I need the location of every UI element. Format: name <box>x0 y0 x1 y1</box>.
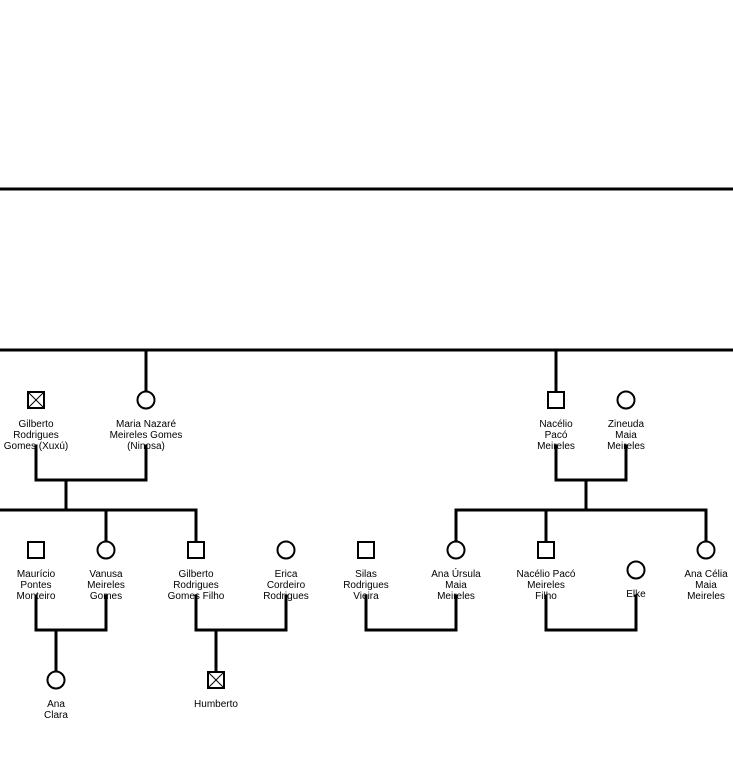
male-square-icon <box>537 541 555 559</box>
name-line: Ana Célia <box>684 569 728 580</box>
male-square-icon <box>27 541 45 559</box>
name-line: Maia <box>695 580 717 591</box>
name-line: Silas <box>355 569 377 580</box>
name-line: Meireles <box>527 580 565 591</box>
name-line: Zineuda <box>608 419 645 430</box>
name-line: Filho <box>535 591 557 602</box>
name-line: Pacó <box>545 430 568 441</box>
name-line: Erica <box>275 569 298 580</box>
female-circle-icon <box>626 560 646 580</box>
male-square-icon <box>187 541 205 559</box>
name-line: Gilberto <box>18 419 53 430</box>
female-circle-icon <box>276 540 296 560</box>
name-line: Vieira <box>353 591 379 602</box>
name-line: Meireles Gomes <box>110 430 183 441</box>
male-square-icon <box>357 541 375 559</box>
deceased-cross-line <box>28 392 44 408</box>
name-line: Meireles <box>687 591 725 602</box>
name-line: Monteiro <box>17 591 56 602</box>
female-circle-icon <box>136 390 156 410</box>
person-name-label: Humberto <box>194 699 238 710</box>
name-line: Nacélio Pacó <box>517 569 576 580</box>
name-line: Ana Úrsula <box>431 567 481 580</box>
name-line: Meireles <box>537 441 575 452</box>
name-line: Cordeiro <box>267 580 306 591</box>
name-line: Rodrigues <box>13 430 59 441</box>
female-circle-icon <box>46 670 66 690</box>
name-line: Humberto <box>194 699 238 710</box>
name-line: Meireles <box>437 591 475 602</box>
name-line: Gomes Filho <box>168 591 225 602</box>
name-line: Gomes <box>90 591 122 602</box>
name-line: Ana <box>47 699 65 710</box>
name-line: Maurício <box>17 569 56 580</box>
female-circle-icon <box>616 390 636 410</box>
person-name-label: Elke <box>626 589 646 600</box>
connector-lines <box>0 187 733 673</box>
name-line: Gilberto <box>178 569 213 580</box>
deceased-cross-line <box>208 672 224 688</box>
name-line: Nacélio <box>539 419 573 430</box>
name-line: Rodrigues <box>343 580 389 591</box>
male-square-icon <box>547 391 565 409</box>
name-line: Maria Nazaré <box>116 419 176 430</box>
name-line: Maia <box>615 430 637 441</box>
name-line: Rodrigues <box>173 580 219 591</box>
female-circle-icon <box>446 540 466 560</box>
name-line: Clara <box>44 710 68 721</box>
name-line: Vanusa <box>89 569 123 580</box>
female-circle-icon <box>696 540 716 560</box>
name-line: Rodrigues <box>263 591 309 602</box>
name-line: Gomes (Xuxú) <box>4 441 68 452</box>
name-line: (Ninosa) <box>127 441 165 452</box>
name-line: Elke <box>626 589 646 600</box>
person-elke: Elke <box>626 560 646 600</box>
name-line: Meireles <box>87 580 125 591</box>
name-line: Maia <box>445 580 467 591</box>
person-humberto: Humberto <box>194 671 238 710</box>
female-circle-icon <box>96 540 116 560</box>
name-line: Pontes <box>20 580 51 591</box>
name-line: Meireles <box>607 441 645 452</box>
